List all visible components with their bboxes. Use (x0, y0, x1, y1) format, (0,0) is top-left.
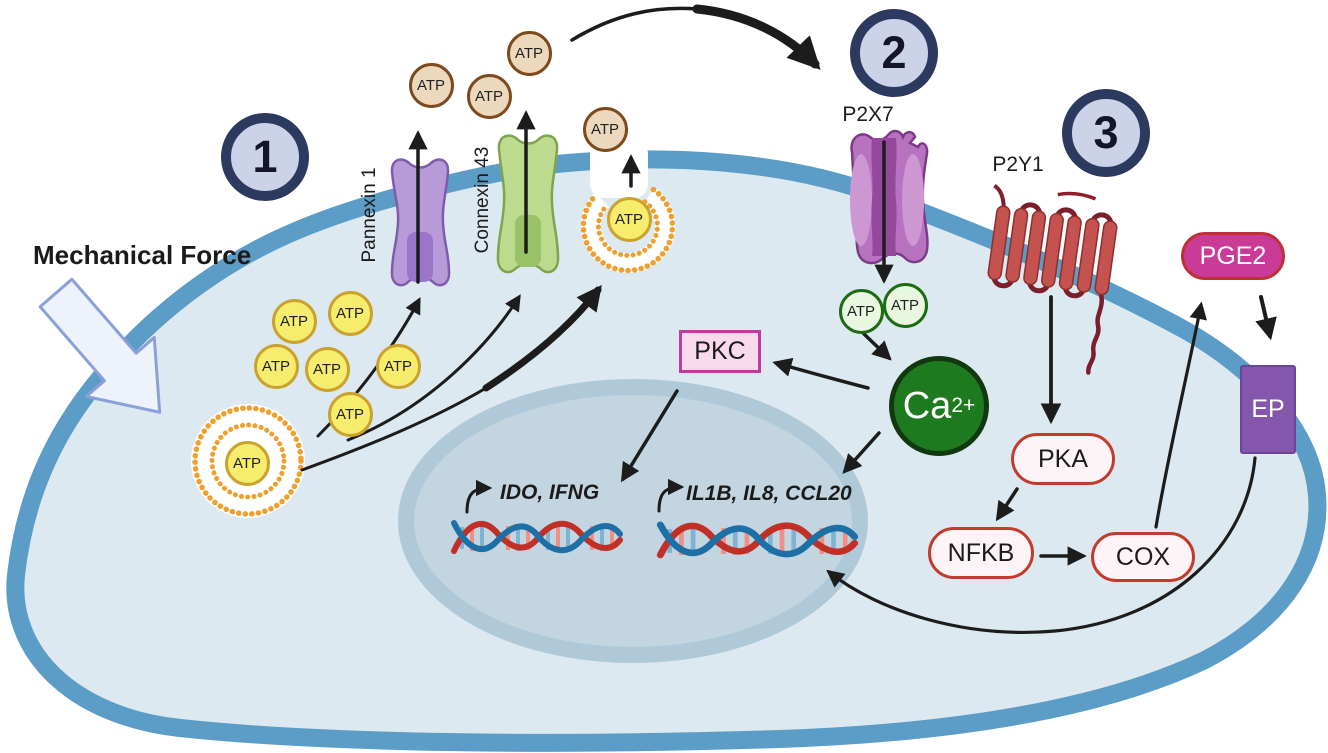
atp-cytosolic-4: ATP (304, 346, 350, 392)
arrow-cox-to-pge2 (1154, 301, 1207, 529)
arrow-atp-to-p2x7-tail (570, 6, 699, 42)
pge2-pill: PGE2 (1181, 232, 1285, 280)
p2x7-receptor (850, 129, 929, 265)
arrow-ca-to-genes (842, 431, 881, 474)
signal-arrows (300, 4, 1277, 634)
atp-cytosolic-2: ATP (327, 290, 373, 336)
mechanical-force-arrow (38, 277, 162, 414)
atp-cytosolic-1: ATP (271, 298, 317, 344)
arrow-pkc-to-genes (620, 389, 679, 483)
mechanical-force-label: Mechanical Force (33, 240, 252, 270)
atp-cytosolic-6: ATP (327, 391, 373, 437)
nfkb-pill: NFKB (928, 527, 1034, 579)
cox-pill: COX (1091, 532, 1195, 582)
atp-in-vesicle: ATP (224, 440, 270, 486)
promoter-arrow-2 (657, 478, 685, 513)
arrow-ep-to-genes (826, 456, 1257, 634)
connexin-channel (496, 134, 560, 274)
arrow-pge2-to-ep (1255, 295, 1277, 341)
arrow-vesicle-to-membrane-tail (300, 386, 488, 472)
atp-cytosolic-3: ATP (253, 343, 299, 389)
atp-extracellular-3: ATP (506, 30, 552, 76)
pkc-box: PKC (679, 330, 761, 373)
arrow-atp-to-ca (862, 332, 892, 361)
promoter-arrow-1 (465, 479, 493, 514)
arrow-pka-to-nfkb (995, 487, 1019, 522)
atp-cytosolic-5: ATP (375, 343, 421, 389)
atp-in-fusing-vesicle: ATP (606, 196, 652, 242)
p2y1-receptor (987, 183, 1118, 375)
ep-receptor: EP (1240, 365, 1296, 454)
atp-p2x7-2: ATP (882, 282, 928, 328)
gene-set-ido-ifng: IDO, IFNG (500, 481, 600, 504)
gene-set-il1b-il8-ccl20: IL1B, IL8, CCL20 (686, 482, 852, 505)
atp-extracellular-1: ATP (408, 62, 454, 108)
step-badge-1: 1 (221, 113, 309, 201)
pka-pill: PKA (1011, 433, 1115, 485)
step-badge-2: 2 (850, 9, 938, 97)
atp-p2x7-1: ATP (838, 288, 884, 334)
arrow-vesicle-to-membrane (482, 284, 602, 392)
atp-extracellular-4: ATP (582, 106, 628, 152)
pannexin-channel (390, 158, 451, 287)
connexin-label: Connexin 43 (472, 146, 493, 254)
arrow-atp-to-p2x7 (692, 4, 821, 70)
pannexin-label: Pannexin 1 (359, 167, 380, 263)
atp-extracellular-2: ATP (466, 73, 512, 119)
arrow-ca-to-pkc (772, 357, 870, 390)
step-badge-3: 3 (1062, 89, 1150, 177)
p2y1-label: P2Y1 (992, 153, 1044, 176)
p2x7-label: P2X7 (842, 103, 894, 126)
fusing-vesicle (580, 186, 676, 274)
arrow-atp-to-connexin (346, 294, 521, 442)
nucleus (398, 379, 868, 663)
